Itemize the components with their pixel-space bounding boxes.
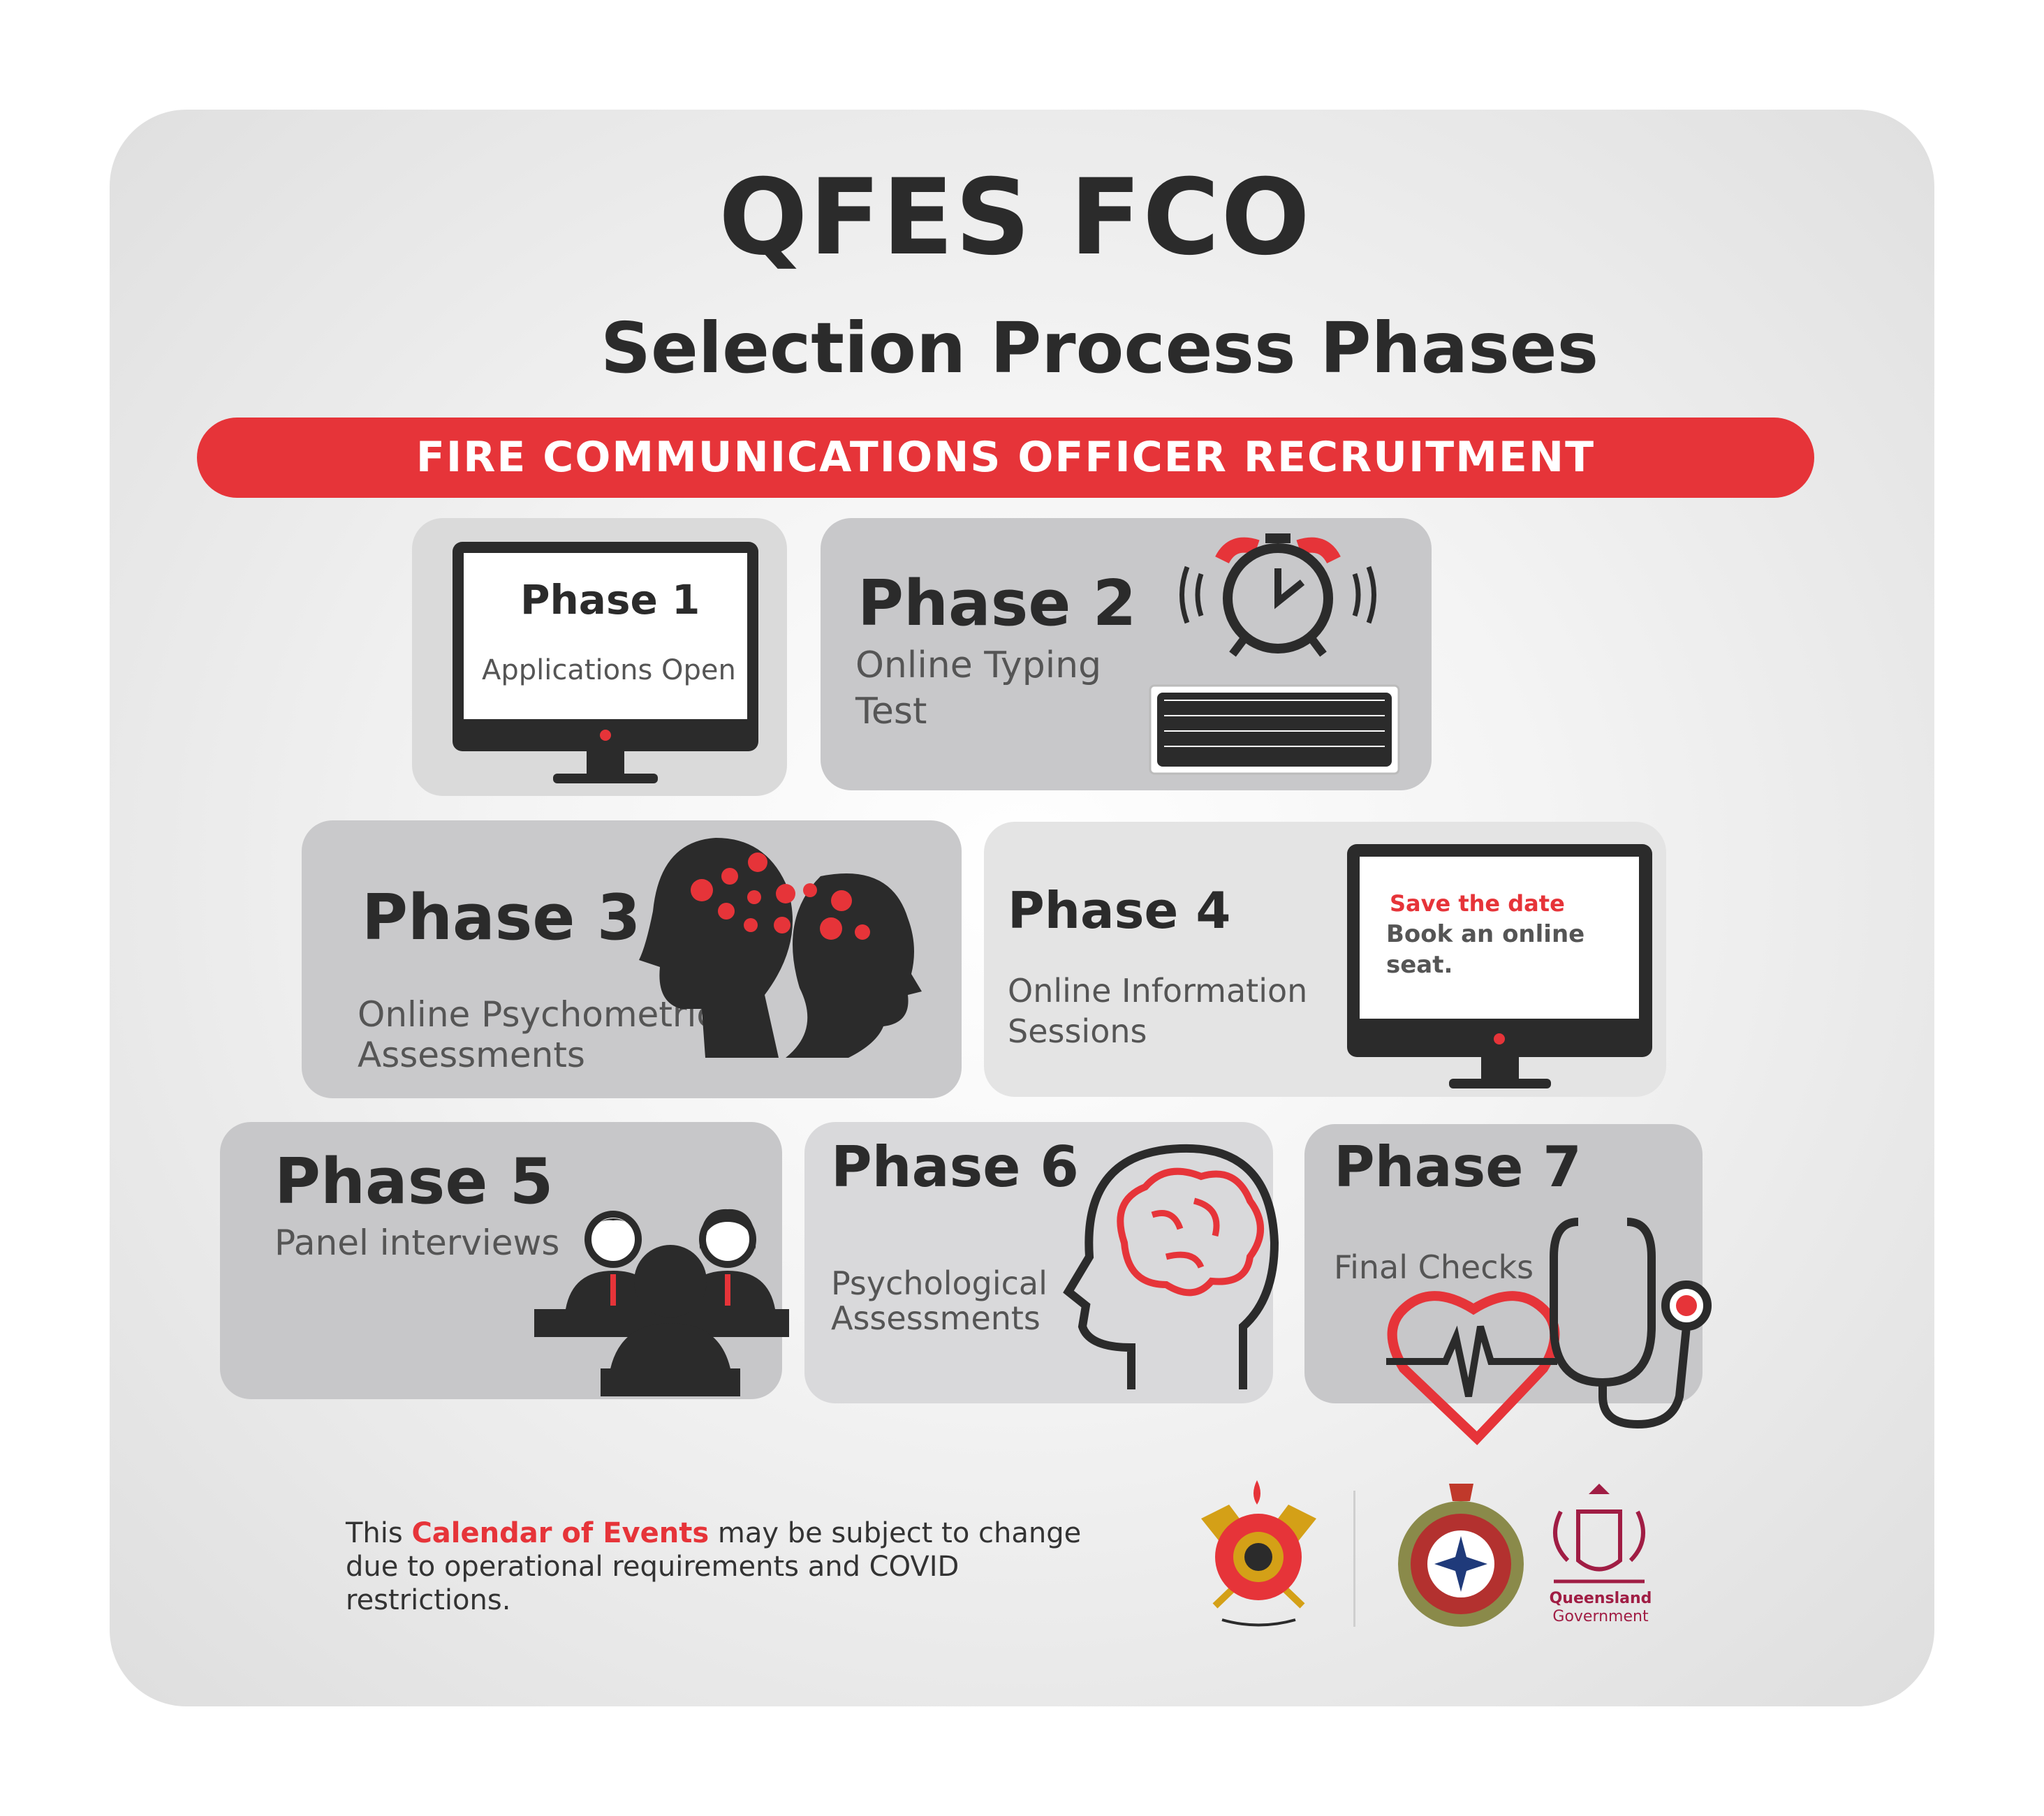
qfes-crest-logo (1398, 1484, 1524, 1627)
phase-6-desc-1: Psychological (831, 1264, 1047, 1302)
phase-2-desc-2: Test (855, 691, 927, 732)
footer-text-before: This (346, 1517, 412, 1549)
footer-disclaimer: This Calendar of Events may be subject t… (346, 1516, 1114, 1617)
brain-head-icon (1063, 1144, 1279, 1389)
phase-5-title: Phase 5 (274, 1145, 554, 1218)
queensland-government-crest-icon (1553, 1484, 1645, 1584)
phase-1-desc: Applications Open (482, 654, 736, 686)
phase-4-desc-2: Sessions (1008, 1012, 1147, 1050)
phase-7-desc: Final Checks (1334, 1248, 1534, 1286)
monitor-icon (1347, 844, 1652, 1088)
phase-4-desc-1: Online Information (1008, 972, 1308, 1010)
page-title: QFES FCO (719, 157, 1311, 279)
qfes-emblem-logo (1201, 1480, 1316, 1627)
phase-7-title: Phase 7 (1334, 1135, 1582, 1199)
phase-4-screen-line-3: seat. (1386, 951, 1453, 979)
phase-1-title: Phase 1 (520, 576, 700, 623)
phase-3-title: Phase 3 (362, 881, 641, 954)
footer-text-after: may be subject to change due to operatio… (346, 1517, 1082, 1616)
stethoscope-heart-icon (1386, 1218, 1712, 1445)
phase-2-title: Phase 2 (858, 567, 1137, 640)
qg-line-2: Government (1552, 1608, 1649, 1625)
recruitment-banner: FIRE COMMUNICATIONS OFFICER RECRUITMENT (197, 418, 1814, 498)
monitor-icon (453, 542, 758, 783)
alarm-clock-icon (1179, 533, 1376, 657)
phase-4-screen-line-2: Book an online (1386, 920, 1585, 948)
phase-6-desc-2: Assessments (831, 1299, 1041, 1337)
phase-6-title: Phase 6 (831, 1135, 1079, 1199)
phase-3-desc-2: Assessments (358, 1035, 585, 1075)
qg-line-1: Queensland (1549, 1590, 1652, 1607)
logo-divider (1353, 1491, 1355, 1627)
page-subtitle: Selection Process Phases (601, 307, 1599, 389)
phase-7-card (1304, 1124, 1703, 1403)
heads-gears-icon (639, 838, 922, 1058)
phase-5-desc: Panel interviews (274, 1223, 560, 1263)
phase-3-desc-1: Online Psychometric (358, 994, 716, 1035)
phase-2-desc-1: Online Typing (855, 644, 1102, 686)
phase-4-title: Phase 4 (1008, 881, 1231, 940)
keyboard-icon (1149, 684, 1400, 775)
phase-4-screen-line-1: Save the date (1390, 890, 1565, 917)
calendar-of-events-highlight: Calendar of Events (411, 1517, 709, 1549)
interview-panel-icon (534, 1209, 789, 1396)
